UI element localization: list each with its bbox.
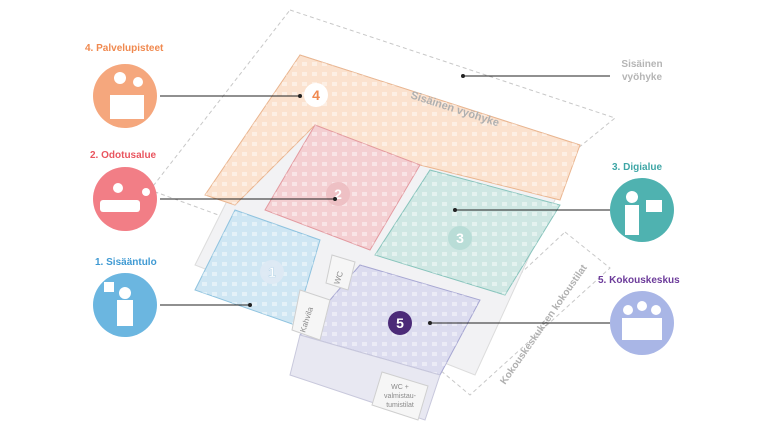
- zone-5-badge: [388, 311, 412, 335]
- label-palvelupisteet: 4. Palvelupisteet: [85, 43, 164, 54]
- waiting-area-icon: [93, 167, 157, 231]
- zone-2-badge: [326, 182, 350, 206]
- label-digialue: 3. Digialue: [612, 162, 662, 173]
- label-odotusalue: 2. Odotusalue: [90, 150, 157, 161]
- label-kokouskeskus: 5. Kokouskeskus: [598, 275, 680, 286]
- zone-3-number: 3: [456, 230, 464, 246]
- plan-label-wc-prep-3: tumistilat: [386, 402, 414, 409]
- plan-label-wc-prep-1: WC +: [391, 384, 409, 391]
- digital-area-icon: [610, 178, 674, 242]
- label-sisainen-2: vyöhyke: [622, 72, 662, 83]
- zone-4-badge: [304, 83, 328, 107]
- service-desk-icon: [93, 64, 157, 128]
- wc-prep-box: [371, 371, 429, 421]
- plan-label-wc-prep-2: valmistau-: [384, 393, 417, 400]
- zone-2-number: 2: [334, 186, 342, 202]
- zone-4-number: 4: [312, 87, 320, 103]
- zone-3-badge: [448, 226, 472, 250]
- label-sisainen-1: Sisäinen: [621, 59, 662, 70]
- zone-1-badge: [260, 260, 284, 284]
- kahvila-box: [291, 289, 331, 341]
- zone-1-number: 1: [268, 264, 276, 280]
- inner-zone-outline: [149, 9, 617, 286]
- entrance-icon: [93, 273, 157, 337]
- label-sisaantulo: 1. Sisääntulo: [95, 257, 157, 268]
- meeting-rooms-outline: [427, 231, 611, 396]
- wc-box: [325, 254, 356, 291]
- zone-5-number: 5: [396, 315, 404, 331]
- meeting-centre-icon: [610, 291, 674, 355]
- plan-label-wc: WC: [332, 270, 345, 286]
